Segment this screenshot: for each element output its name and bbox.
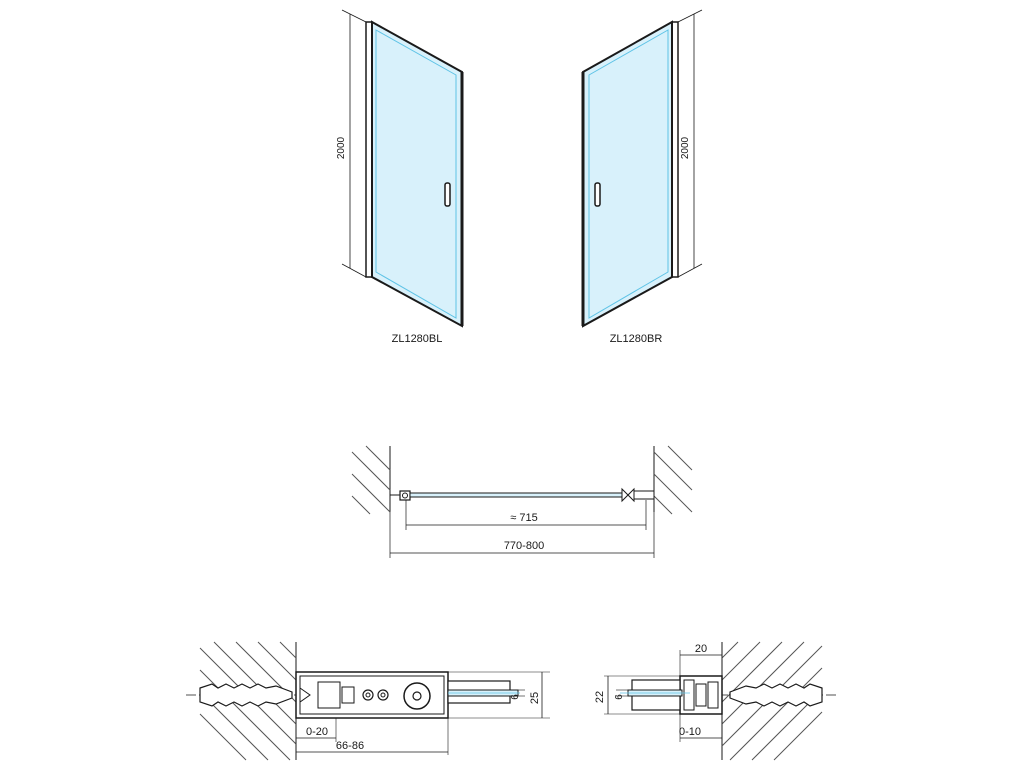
anchor-dowel-right [718, 683, 836, 707]
plan-view: ≈ 715 770-800 [351, 445, 693, 558]
anchor-dowel-left [186, 683, 300, 707]
plan-wall-right [653, 445, 693, 515]
door-handle-left [444, 182, 451, 207]
detail-left: 6 25 0-20 66-86 [186, 641, 550, 761]
door-panel-right [582, 20, 673, 328]
door-code-right: ZL1280BR [610, 333, 663, 345]
glass-thickness-right: 6 [614, 694, 625, 700]
total-width-left: 66-86 [336, 740, 364, 752]
door-height-right: 2000 [680, 136, 691, 159]
profile-width-right: 20 [695, 643, 707, 655]
adjust-range-right: 0-10 [679, 726, 701, 738]
adjust-range-left: 0-20 [306, 726, 328, 738]
profile-depth-left: 25 [529, 692, 541, 704]
door-height-left: 2000 [336, 136, 347, 159]
door-code-left: ZL1280BL [392, 333, 443, 345]
door-panel-left [371, 20, 463, 328]
plan-wall-left [351, 445, 391, 515]
plan-total-width: 770-800 [504, 540, 544, 552]
door-elevation-right: 2000 ZL1280BR [581, 9, 703, 345]
profile-depth-right: 22 [594, 691, 606, 703]
door-elevation-left: 2000 ZL1280BL [336, 9, 464, 345]
plan-inner-width: ≈ 715 [510, 512, 537, 524]
detail-right: 20 22 6 0-10 [594, 641, 836, 761]
door-handle-right [594, 182, 601, 207]
plan-glass [409, 492, 623, 498]
detail-right-wall [721, 641, 823, 761]
glass-thickness-left: 6 [510, 694, 521, 700]
